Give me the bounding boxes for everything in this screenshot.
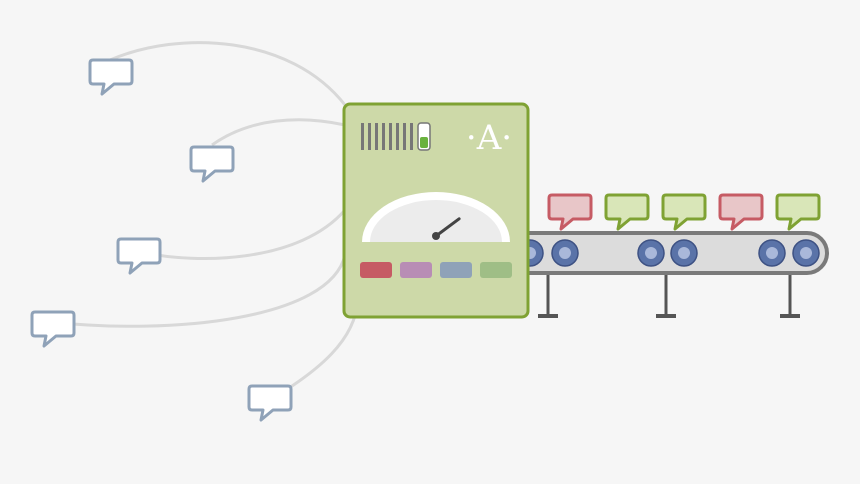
roller-hub (800, 247, 812, 259)
speech-bubble-icon (118, 239, 160, 273)
indicator-light-green (480, 262, 512, 278)
connector-line-4 (52, 255, 345, 326)
roller-hub (559, 247, 571, 259)
connector-line-2 (212, 120, 345, 145)
output-bubbles (549, 195, 819, 229)
speech-bubble-icon-accepted (777, 195, 819, 229)
speech-bubble-icon (191, 147, 233, 181)
connector-lines (52, 43, 358, 400)
filter-machine: ·A· (344, 104, 528, 317)
needle-pivot (432, 232, 440, 240)
input-bubbles (32, 60, 291, 420)
machine-logo: ·A· (466, 118, 512, 158)
speech-bubble-icon-rejected (549, 195, 591, 229)
connector-line-3 (140, 210, 345, 258)
connector-line-1 (110, 43, 345, 105)
conveyor-leg (789, 272, 792, 316)
conveyor-leg (665, 272, 668, 316)
roller-hub (645, 247, 657, 259)
speech-bubble-icon-accepted (663, 195, 705, 229)
conveyor-leg (547, 272, 550, 316)
indicator-light-purple (400, 262, 432, 278)
speech-bubble-icon (249, 386, 291, 420)
speech-bubble-icon-rejected (720, 195, 762, 229)
conveyor-leg-foot (656, 314, 676, 318)
power-switch-icon (418, 123, 430, 150)
indicator-light-red (360, 262, 392, 278)
speech-bubble-icon (90, 60, 132, 94)
roller-hub (678, 247, 690, 259)
roller-hub (766, 247, 778, 259)
conveyor-legs (538, 272, 800, 318)
speech-bubble-icon-accepted (606, 195, 648, 229)
conveyor-leg-foot (780, 314, 800, 318)
speech-bubble-icon (32, 312, 74, 346)
conveyor-leg-foot (538, 314, 558, 318)
conveyor-belt (505, 233, 827, 318)
indicator-light-blue-gray (440, 262, 472, 278)
